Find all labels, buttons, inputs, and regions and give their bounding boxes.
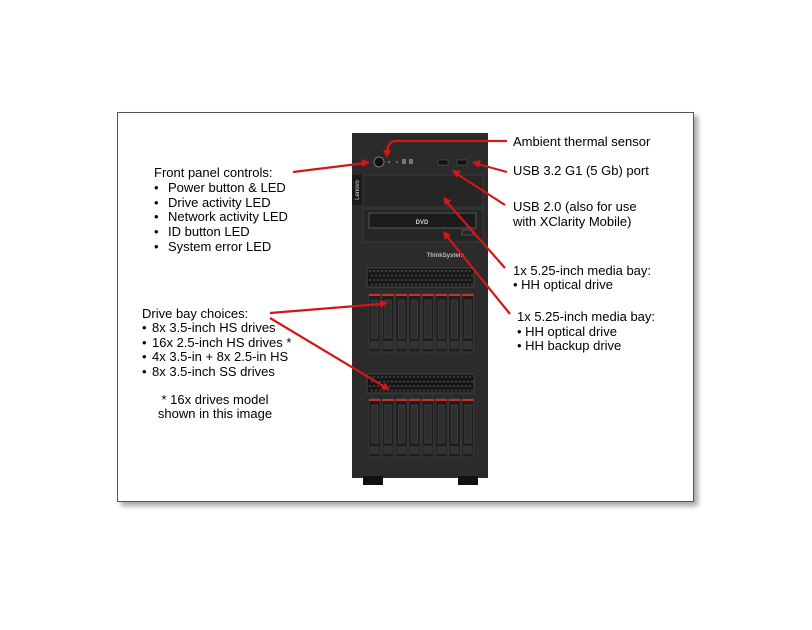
- label-bay2-title: 1x 5.25-inch media bay:: [517, 309, 656, 324]
- list-item-label: ID button LED: [168, 224, 250, 240]
- arrowhead: [472, 160, 481, 168]
- label-ambient-sensor: Ambient thermal sensor: [513, 134, 651, 149]
- list-item: • Drive activity LED: [154, 195, 271, 210]
- vent-grille: [366, 267, 475, 288]
- list-item-label: Drive activity LED: [168, 194, 271, 210]
- label-usb20-1: USB 2.0 (also for use: [513, 199, 637, 214]
- list-item-label: 16x 2.5-inch HS drives *: [152, 334, 292, 350]
- list-item: • Network activity LED: [154, 209, 288, 224]
- bullet: •: [142, 349, 147, 364]
- usb-port-2: [456, 159, 468, 166]
- callout-arrow: [292, 161, 367, 174]
- power-button: [373, 156, 385, 168]
- label-bay1-item: • HH optical drive: [513, 277, 613, 292]
- list-item: • ID button LED: [154, 224, 250, 239]
- label-bay1-title: 1x 5.25-inch media bay:: [513, 263, 652, 278]
- note-line-2: shown in this image: [157, 406, 273, 421]
- list-item: • 16x 2.5-inch HS drives *: [142, 335, 291, 350]
- vent-grille: [366, 373, 475, 394]
- callout-arrow: [269, 302, 382, 315]
- arrowhead: [379, 299, 388, 308]
- dvd-drive: [368, 212, 477, 229]
- drive-bay-title: Drive bay choices:: [142, 306, 249, 321]
- callout-arrow: [385, 139, 507, 153]
- arrowhead: [381, 382, 390, 390]
- callout-arrow: [444, 199, 506, 269]
- note-line-1: * 16x drives model: [161, 392, 269, 407]
- list-item-label: System error LED: [168, 238, 272, 254]
- label-usb32: USB 3.2 G1 (5 Gb) port: [513, 163, 649, 178]
- brand-strip: [352, 175, 363, 205]
- list-item-label: 8x 3.5-inch SS drives: [152, 363, 275, 379]
- callout-arrow: [444, 233, 511, 315]
- bullet: •: [154, 180, 159, 195]
- bullet: •: [142, 320, 147, 335]
- bullet: •: [154, 238, 159, 254]
- foot-right: [458, 476, 478, 485]
- arrowhead: [361, 159, 370, 167]
- usb-port-1: [437, 159, 449, 166]
- list-item-label: 8x 3.5-inch HS drives: [152, 320, 276, 335]
- list-item: • System error LED: [154, 239, 271, 254]
- bullet: •: [154, 224, 159, 240]
- label-bay2-item: • HH backup drive: [517, 338, 622, 353]
- arrowhead: [443, 197, 452, 206]
- list-item-label: Power button & LED: [168, 180, 286, 195]
- bullet: •: [154, 194, 159, 210]
- label-bay2-item: • HH optical drive: [517, 324, 617, 339]
- bullet: •: [142, 334, 147, 350]
- label-usb20-2: with XClarity Mobile): [513, 214, 632, 229]
- list-item: • Power button & LED: [154, 180, 286, 195]
- arrowhead: [452, 170, 461, 178]
- bullet: •: [142, 363, 147, 379]
- bullet: •: [154, 209, 159, 225]
- thinksystem-logo: ThinkSystem: [427, 253, 464, 259]
- callout-arrow: [453, 171, 506, 206]
- arrowhead: [383, 150, 391, 158]
- foot-left: [363, 476, 383, 485]
- list-item-label: Network activity LED: [168, 209, 288, 225]
- arrowhead: [443, 231, 452, 240]
- svg-text:DVD: DVD: [416, 220, 429, 226]
- list-item-label: 4x 3.5-in + 8x 2.5-in HS: [152, 349, 289, 364]
- list-item: • 8x 3.5-inch HS drives: [142, 320, 276, 335]
- front-panel-title: Front panel controls:: [154, 165, 273, 180]
- callout-arrow: [269, 317, 386, 388]
- list-item: • 4x 3.5-in + 8x 2.5-in HS: [142, 349, 288, 364]
- brand-label: Lenovo: [355, 179, 361, 199]
- list-item: • 8x 3.5-inch SS drives: [142, 364, 275, 379]
